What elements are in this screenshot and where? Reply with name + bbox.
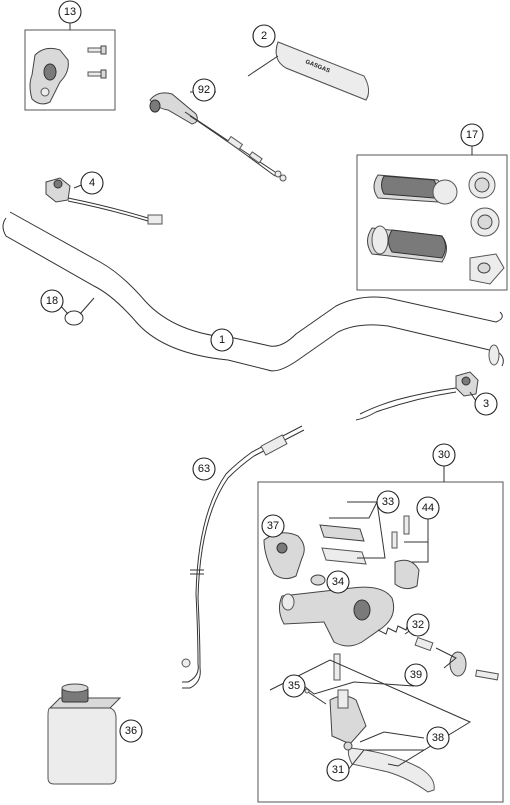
adjuster-39 <box>449 651 499 681</box>
clutch-lever <box>343 741 435 793</box>
svg-text:34: 34 <box>332 576 344 588</box>
callout-30: 30 <box>432 443 456 467</box>
svg-text:37: 37 <box>267 520 279 532</box>
clutch-cable <box>181 425 305 689</box>
callout-35: 35 <box>282 674 306 698</box>
callout-1: 1 <box>210 328 234 352</box>
svg-text:3: 3 <box>483 398 489 410</box>
handlebar <box>2 211 504 372</box>
svg-text:36: 36 <box>125 725 137 737</box>
clamp-37 <box>263 532 305 580</box>
housing-screws <box>87 45 107 79</box>
callout-18: 18 <box>40 289 64 313</box>
handlebar-pad: GASGAS <box>275 41 370 101</box>
callout-13: 13 <box>58 0 82 24</box>
group-box-30 <box>257 481 504 803</box>
leader-lines <box>58 23 479 771</box>
callout-2: 2 <box>252 24 276 48</box>
svg-text:35: 35 <box>288 680 300 692</box>
svg-text:38: 38 <box>432 732 444 744</box>
callout-32: 32 <box>406 613 430 637</box>
svg-text:63: 63 <box>198 463 210 475</box>
svg-text:18: 18 <box>46 295 58 307</box>
reservoir-cap <box>319 524 367 565</box>
grip-cams <box>468 171 505 285</box>
callout-63: 63 <box>192 457 216 481</box>
float-34 <box>310 574 326 586</box>
svg-text:4: 4 <box>89 177 95 189</box>
throttle-cables <box>149 92 287 182</box>
svg-text:2: 2 <box>261 30 267 42</box>
svg-text:33: 33 <box>382 496 394 508</box>
callout-36: 36 <box>119 719 143 743</box>
svg-text:92: 92 <box>198 84 210 96</box>
svg-text:31: 31 <box>332 764 344 776</box>
pin-35 <box>304 688 327 705</box>
callout-4: 4 <box>80 171 104 195</box>
brake-switch <box>355 371 479 421</box>
cable-tie <box>64 297 95 326</box>
throttle-housing <box>29 47 69 105</box>
callout-3: 3 <box>474 392 498 416</box>
callout-92: 92 <box>192 78 216 102</box>
svg-text:39: 39 <box>410 669 422 681</box>
svg-text:13: 13 <box>64 6 76 18</box>
group-box-17 <box>356 154 508 291</box>
lever-detail-outline <box>269 659 472 767</box>
clamp-44 <box>391 515 420 590</box>
callout-39: 39 <box>404 663 428 687</box>
fluid-bottle <box>47 683 122 785</box>
callout-44: 44 <box>416 496 440 520</box>
grip-top <box>373 174 458 205</box>
svg-text:17: 17 <box>466 129 478 141</box>
svg-text:32: 32 <box>412 619 424 631</box>
svg-text:30: 30 <box>438 449 450 461</box>
svg-text:1: 1 <box>219 334 225 346</box>
callout-17: 17 <box>460 123 484 147</box>
lever-bracket <box>329 653 367 745</box>
callout-37: 37 <box>261 514 285 538</box>
kill-switch <box>45 177 163 225</box>
svg-text:44: 44 <box>422 502 434 514</box>
callout-31: 31 <box>326 758 350 782</box>
master-cylinder-body <box>278 586 395 647</box>
callout-38: 38 <box>426 726 450 750</box>
grip-bottom <box>367 225 447 263</box>
callout-33: 33 <box>376 490 400 514</box>
callout-34: 34 <box>326 570 350 594</box>
